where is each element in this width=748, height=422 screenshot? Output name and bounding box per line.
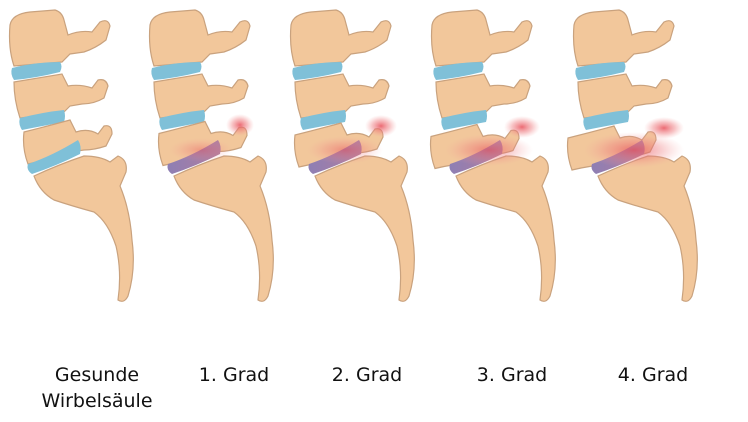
disc-upper (11, 62, 62, 80)
panel-caption: 2. Grad (297, 362, 437, 388)
disc-upper (151, 62, 202, 80)
spine-panel (289, 9, 415, 302)
inflammation-facet (504, 116, 540, 138)
vertebra-upper (289, 9, 392, 67)
panel-caption: 1. Grad (164, 362, 304, 388)
sacrum (455, 155, 556, 302)
spine-panel (429, 9, 556, 302)
vertebra-upper (8, 9, 111, 67)
sacrum (314, 155, 415, 302)
sacrum (597, 155, 698, 302)
vertebra-upper (430, 9, 533, 67)
spine-panel (8, 9, 134, 302)
inflammation-facet (226, 114, 254, 136)
disc-upper (433, 62, 484, 80)
disc-lower (27, 140, 81, 174)
sacrum (33, 155, 134, 302)
disc-middle (159, 110, 205, 130)
inflammation-facet (365, 115, 397, 137)
disc-upper (292, 62, 343, 80)
spine-panel (566, 9, 698, 302)
inflammation-disc (169, 138, 233, 162)
caption-line: 4. Grad (617, 364, 689, 386)
caption-line: 1. Grad (198, 364, 270, 386)
disc-middle (583, 110, 629, 130)
caption-line: Wirbelsäule (41, 390, 153, 412)
disc-middle (19, 110, 65, 130)
disc-upper (575, 62, 626, 80)
sacrum (173, 155, 274, 302)
panel-caption: 4. Grad (583, 362, 723, 388)
spine-panel (148, 9, 274, 302)
caption-line: 2. Grad (331, 364, 403, 386)
caption-line: 3. Grad (476, 364, 548, 386)
inflammation-disc (307, 136, 383, 164)
inflammation-disc (445, 134, 533, 166)
panel-caption: 3. Grad (442, 362, 582, 388)
vertebra-upper (148, 9, 251, 67)
disc-middle (441, 110, 487, 130)
vertebra-upper (572, 9, 675, 67)
disc-middle (300, 110, 346, 130)
inflammation-disc (584, 132, 684, 168)
inflammation-facet (644, 117, 684, 139)
caption-line: Gesunde (54, 364, 140, 386)
